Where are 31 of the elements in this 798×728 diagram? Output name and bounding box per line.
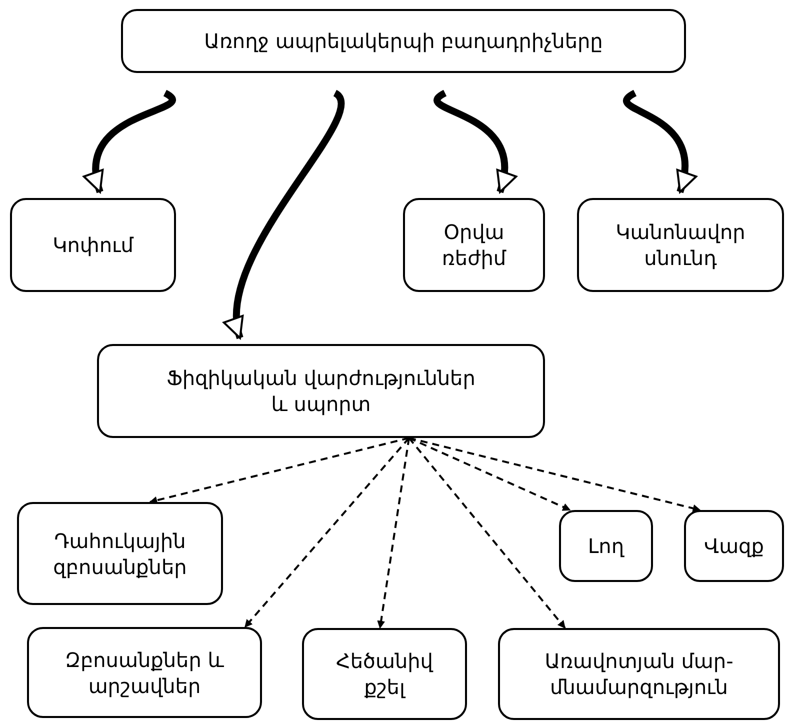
rounded-box: [10, 198, 176, 292]
box-label: Լող: [588, 533, 624, 559]
box-label: Կանոնավոր սնունդ: [614, 219, 746, 271]
rounded-box: [17, 502, 223, 605]
rounded-box: [121, 9, 686, 73]
rounded-box: [302, 628, 467, 720]
rounded-box: [577, 198, 784, 292]
dashed-arrow: [408, 437, 701, 512]
dashed-arrow: [408, 437, 571, 511]
box-label: Հեծանիվ քշել: [335, 648, 434, 700]
rounded-box: [559, 510, 653, 582]
box-label: Կոփում: [52, 232, 134, 258]
box-label: Դահուկային զբոսանքներ: [52, 528, 188, 580]
curved-arrow: [84, 90, 176, 193]
box-label: Առավոտյան մար- մնամարզություն: [544, 648, 734, 700]
dashed-arrow: [377, 438, 410, 629]
box-label: Զբոսանքներ և արշավներ: [64, 646, 224, 698]
rounded-box: [498, 628, 780, 720]
dashed-arrow: [408, 437, 566, 629]
box-label: Ֆիզիկական վարժություններ և սպորտ: [166, 365, 476, 417]
box-label: Վազք: [704, 533, 764, 559]
rounded-box: [403, 198, 545, 292]
box-label: Օրվա ռեժիմ: [440, 219, 508, 271]
dashed-arrow: [149, 437, 410, 504]
rounded-box: [97, 344, 545, 438]
curved-arrow: [623, 90, 696, 193]
box-label: Առողջ ապրելակերպի բաղադրիչները: [204, 28, 603, 54]
rounded-box: [27, 627, 262, 718]
curved-arrow: [434, 90, 516, 193]
rounded-box: [684, 510, 784, 582]
dashed-arrow: [244, 437, 410, 628]
